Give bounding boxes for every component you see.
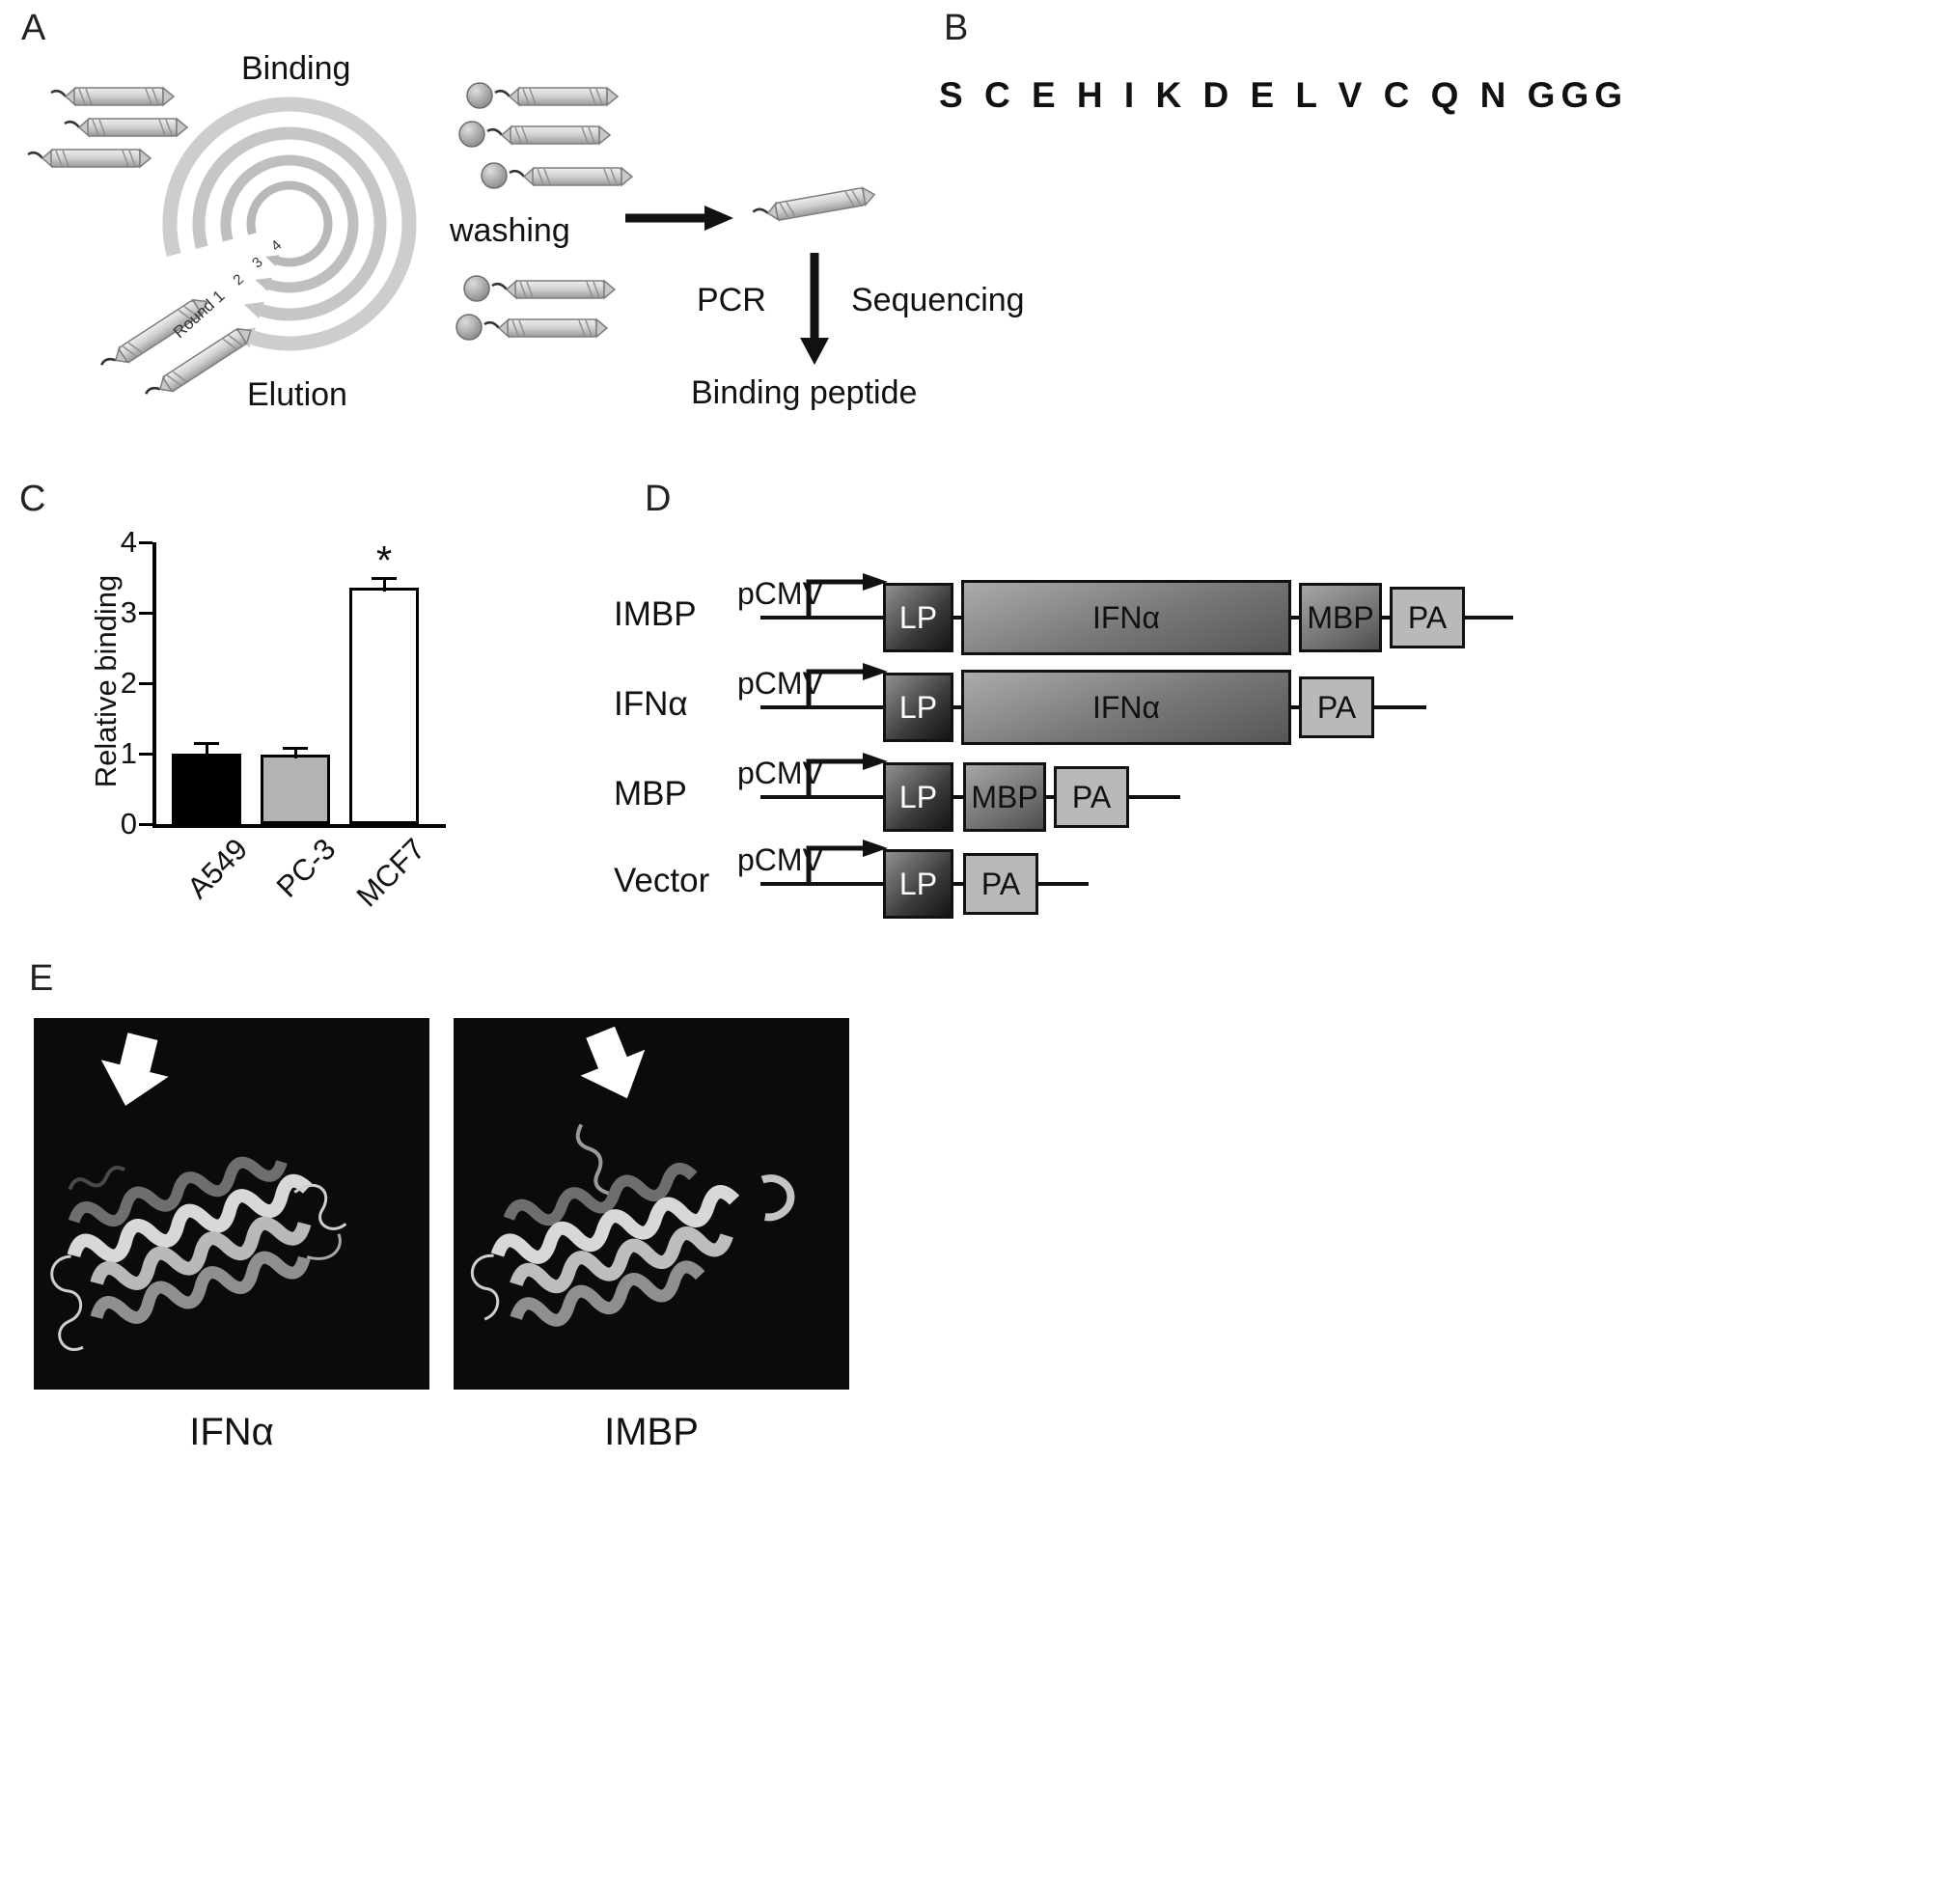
construct-name: MBP bbox=[614, 775, 687, 813]
x-tick-label: A549 bbox=[179, 832, 254, 905]
selection-scheme-graphic bbox=[26, 82, 877, 406]
protein-ribbon bbox=[50, 1156, 347, 1351]
y-tick-mark bbox=[139, 823, 152, 826]
arrow-down-icon bbox=[800, 253, 829, 365]
ifna-box: IFNα bbox=[961, 670, 1291, 745]
panel-c-label: C bbox=[19, 479, 46, 519]
panel-e-label: E bbox=[29, 958, 54, 999]
pcr-label: PCR bbox=[697, 282, 766, 318]
lp-box: LP bbox=[883, 762, 953, 832]
peptide-sequence: S C E H I K D E L V C Q N GGG bbox=[939, 75, 1629, 115]
mbp-box: MBP bbox=[1299, 583, 1382, 652]
construct-row-ifna: IFNα pCMV LP IFNα PA bbox=[598, 654, 1583, 751]
sequencing-label: Sequencing bbox=[851, 282, 1025, 318]
y-tick-mark bbox=[139, 612, 152, 615]
selection-rounds-spiral-icon bbox=[162, 96, 417, 351]
panel-d-label: D bbox=[645, 479, 672, 519]
binding-label: Binding bbox=[241, 50, 351, 87]
error-bar bbox=[194, 742, 219, 758]
structure-caption-imbp: IMBP bbox=[604, 1411, 699, 1453]
panel-a-label: A bbox=[21, 8, 46, 48]
washing-label: washing bbox=[450, 212, 570, 249]
phage-library-icon bbox=[26, 86, 189, 169]
arrow-right-icon bbox=[625, 206, 733, 231]
y-tick-label: 3 bbox=[120, 595, 137, 629]
promoter-arrow-icon bbox=[806, 753, 888, 797]
lp-box: LP bbox=[883, 849, 953, 919]
selected-phage-icon bbox=[751, 184, 877, 226]
elution-label: Elution bbox=[247, 376, 347, 413]
bar-group-MCF7: MCF7 * bbox=[349, 537, 431, 913]
y-tick-label: 0 bbox=[120, 807, 137, 840]
pa-box: PA bbox=[1390, 587, 1465, 648]
pa-box: PA bbox=[1054, 766, 1129, 828]
round-3-label: 3 bbox=[249, 254, 266, 272]
x-tick-label: PC-3 bbox=[270, 832, 343, 904]
bound-phage-beads-icon bbox=[458, 82, 634, 189]
protein-structure-imbp-image bbox=[454, 1018, 849, 1390]
y-tick-label: 2 bbox=[120, 666, 137, 700]
bar-group-PC-3: PC-3 bbox=[261, 542, 343, 904]
ifna-box: IFNα bbox=[961, 580, 1291, 655]
pa-box: PA bbox=[963, 853, 1038, 915]
bar-group-A549: A549 bbox=[172, 542, 254, 905]
y-tick-mark bbox=[139, 541, 152, 544]
white-arrow-icon bbox=[100, 1033, 169, 1106]
significance-star: * bbox=[375, 537, 393, 583]
pa-box: PA bbox=[1299, 676, 1374, 738]
ribbon-structure-graphic bbox=[470, 1026, 795, 1327]
round-2-label: 2 bbox=[230, 270, 248, 289]
promoter-arrow-icon bbox=[806, 663, 888, 707]
error-bar bbox=[372, 576, 397, 592]
construct-name: IMBP bbox=[614, 595, 697, 633]
structure-caption-ifna: IFNα bbox=[189, 1411, 274, 1453]
construct-row-vector: Vector pCMV LP PA bbox=[598, 831, 1583, 927]
bar bbox=[349, 588, 419, 824]
error-bar bbox=[283, 747, 308, 759]
construct-row-imbp: IMBP pCMV LP IFNα MBP PA bbox=[598, 565, 1583, 661]
ribbon-structure-graphic bbox=[50, 1033, 347, 1351]
lp-box: LP bbox=[883, 583, 953, 652]
y-tick-mark bbox=[139, 682, 152, 685]
x-tick-label: MCF7 bbox=[349, 832, 431, 914]
protein-structure-ifna-image bbox=[34, 1018, 429, 1390]
y-tick-label: 4 bbox=[120, 525, 137, 559]
construct-name: IFNα bbox=[614, 685, 688, 723]
mbp-box: MBP bbox=[963, 762, 1046, 832]
bar bbox=[172, 754, 241, 824]
bar bbox=[261, 755, 330, 824]
construct-row-mbp: MBP pCMV LP MBP PA bbox=[598, 744, 1583, 840]
y-tick-label: 1 bbox=[120, 736, 137, 770]
lp-box: LP bbox=[883, 673, 953, 742]
promoter-arrow-icon bbox=[806, 840, 888, 884]
white-arrow-icon bbox=[580, 1026, 646, 1099]
construct-name: Vector bbox=[614, 862, 710, 899]
binding-peptide-label: Binding peptide bbox=[691, 374, 918, 411]
protein-ribbon bbox=[470, 1123, 795, 1327]
bound-phage-beads-lower-icon bbox=[455, 275, 617, 341]
promoter-arrow-icon bbox=[806, 573, 888, 618]
panel-b-label: B bbox=[944, 8, 969, 48]
y-tick-mark bbox=[139, 753, 152, 756]
eluted-phage-icon bbox=[97, 292, 258, 406]
